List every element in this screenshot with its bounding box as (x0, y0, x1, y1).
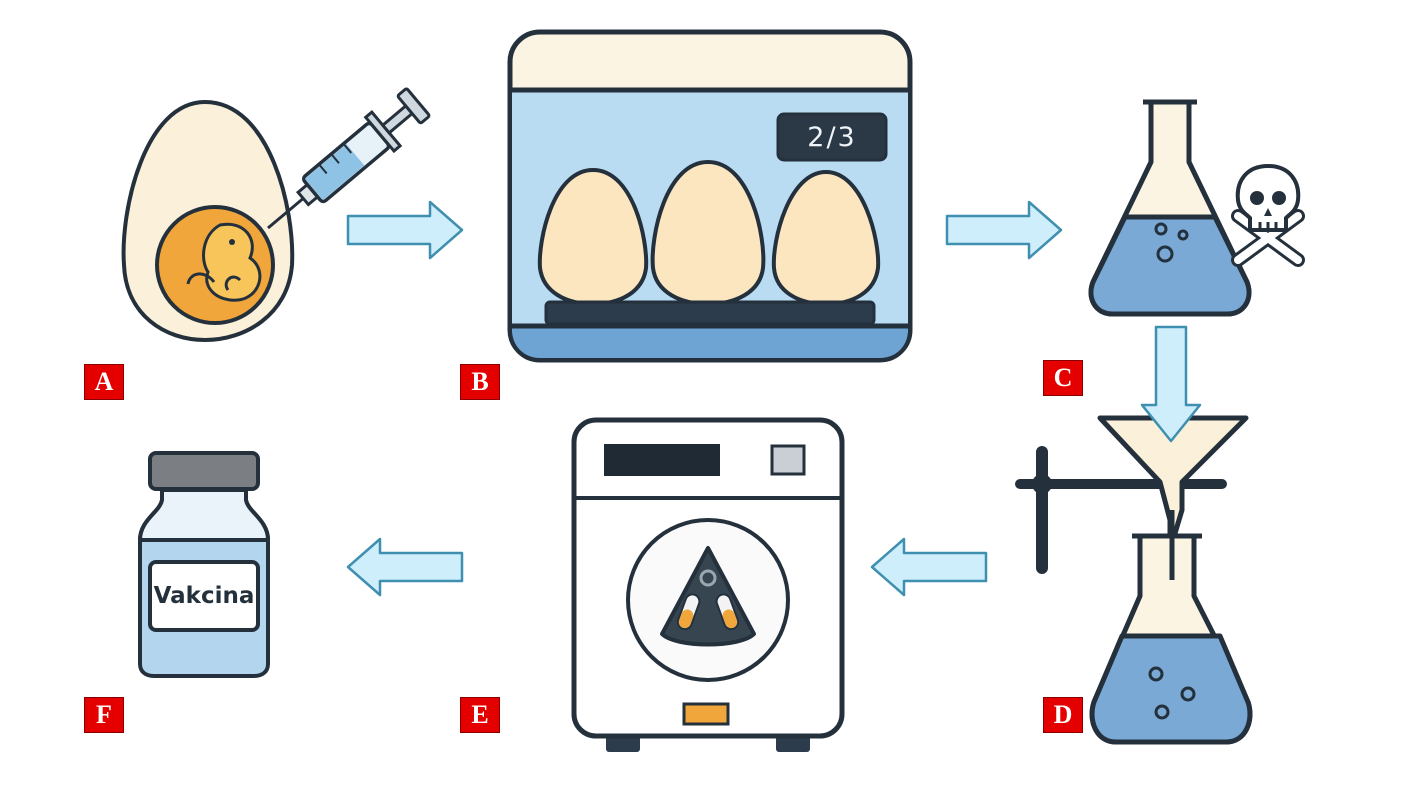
skull-icon (1231, 163, 1305, 267)
incubator-display (776, 112, 888, 162)
egg-injection-icon (121, 87, 431, 343)
incubator-display-text: 2/3 (807, 121, 857, 153)
arrow-d-to-e (870, 537, 990, 597)
embryo (202, 222, 262, 302)
down-arrow-icon (1140, 325, 1202, 443)
centrifuge-handle (682, 702, 730, 726)
incubator-panel (507, 29, 913, 365)
filtration-icon (1015, 415, 1253, 745)
step-label-f: F (84, 697, 124, 733)
test-tube (676, 593, 701, 631)
egg-injection-panel (110, 60, 440, 350)
arrow-b-to-c (945, 200, 1065, 260)
vaccine-vial-icon (137, 451, 271, 678)
flask-liquid (1089, 633, 1253, 745)
arrow-a-to-b (346, 200, 466, 260)
test-tube (715, 593, 740, 631)
flask-liquid (1088, 214, 1252, 317)
vaccine-vial-panel (136, 450, 276, 680)
left-arrow-icon (346, 537, 464, 597)
step-label-e: E (460, 697, 500, 733)
left-arrow-icon (870, 537, 988, 597)
centrifuge-button (770, 444, 806, 476)
step-label-d: D (1043, 697, 1083, 733)
centrifuge-panel (570, 416, 845, 761)
step-label-a: A (84, 364, 124, 400)
vial-label (148, 560, 260, 632)
step-label-b: B (460, 364, 500, 400)
arrow-e-to-f (346, 537, 466, 597)
egg-tray (544, 300, 876, 326)
arrow-c-to-d (1140, 325, 1202, 445)
step-label-c: C (1043, 360, 1083, 396)
incubator-icon (507, 29, 913, 363)
right-arrow-icon (945, 200, 1063, 260)
syringe (267, 87, 431, 230)
filtration-panel (1012, 410, 1262, 755)
toxic-flask-panel (1085, 92, 1315, 322)
right-arrow-icon (346, 200, 464, 260)
centrifuge-icon (571, 417, 845, 752)
centrifuge-display (604, 444, 720, 476)
toxic-flask-icon (1088, 99, 1305, 317)
funnel (1097, 415, 1249, 553)
vial-label-text: Vakcina (153, 583, 255, 609)
vial-cap (148, 451, 260, 491)
